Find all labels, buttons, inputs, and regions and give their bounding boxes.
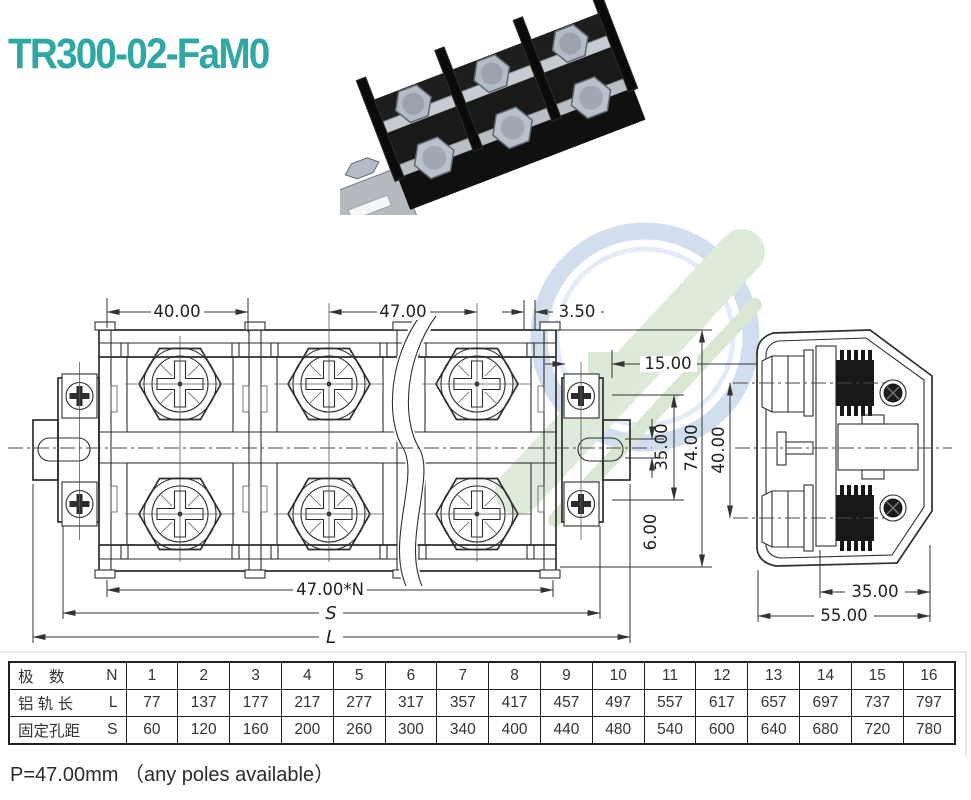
row-label: 铝 轨 长 bbox=[18, 696, 74, 713]
dim-l: L bbox=[326, 627, 336, 648]
table-cell: 457 bbox=[540, 689, 593, 717]
table-cell: 300 bbox=[384, 716, 438, 745]
row-symbol: S bbox=[107, 721, 118, 738]
dim-bolt-spacing: 40.00 bbox=[709, 426, 728, 473]
table-cell: 11 bbox=[643, 661, 697, 690]
din-bracket-left bbox=[32, 362, 100, 540]
dimension-labels: 40.00 47.00 3.50 15.00 35.00 74.00 40.00… bbox=[151, 302, 905, 648]
table-row-hole-distance: 固定孔距 S 60 120 160 200 260 300 340 400 44… bbox=[8, 716, 956, 745]
table-cell: 15 bbox=[850, 661, 904, 690]
dim-side-inner: 35.00 bbox=[851, 582, 898, 601]
terminal-screw bbox=[422, 477, 532, 551]
row-label-cell: 固定孔距 S bbox=[8, 716, 127, 745]
side-bolt-bottom bbox=[761, 484, 874, 552]
table-cell: 357 bbox=[436, 689, 490, 717]
table-cell: 400 bbox=[488, 716, 541, 745]
dim-total-height: 74.00 bbox=[682, 424, 701, 471]
table-cell: 12 bbox=[695, 661, 749, 690]
table-cell: 497 bbox=[591, 689, 645, 717]
table-cell: 797 bbox=[902, 689, 956, 717]
table-cell: 277 bbox=[332, 689, 386, 717]
table-cell: 200 bbox=[280, 716, 334, 745]
row-label-cell: 极 数 N bbox=[8, 661, 127, 690]
table-cell: 680 bbox=[799, 716, 852, 745]
table-cell: 340 bbox=[436, 716, 490, 745]
row-label: 固定孔距 bbox=[18, 723, 81, 740]
side-knob bbox=[879, 494, 907, 522]
terminal-screw bbox=[274, 347, 384, 421]
dim-offset: 15.00 bbox=[644, 354, 691, 373]
table-cell: 16 bbox=[902, 661, 956, 690]
table-cell: 540 bbox=[643, 716, 697, 745]
table-row-rail-length: 铝 轨 长 L 77 137 177 217 277 317 357 417 4… bbox=[8, 689, 956, 717]
side-center-screw bbox=[776, 431, 814, 466]
dim-pole-width: 40.00 bbox=[153, 302, 200, 321]
side-knob bbox=[879, 379, 907, 407]
table-cell: 6 bbox=[384, 661, 438, 690]
table-cell: 5 bbox=[332, 661, 386, 690]
dim-rib: 3.50 bbox=[559, 302, 596, 321]
dim-pitch-total: 47.00*N bbox=[296, 580, 364, 599]
dim-slot: 6.00 bbox=[641, 514, 660, 551]
table-cell: 14 bbox=[799, 661, 852, 690]
terminal-screw bbox=[274, 477, 384, 551]
dim-side-total: 55.00 bbox=[820, 606, 867, 625]
row-label-cell: 铝 轨 长 L bbox=[8, 689, 127, 717]
table-cell: 13 bbox=[747, 661, 801, 690]
din-bracket-right bbox=[561, 362, 631, 540]
terminal-screw bbox=[422, 347, 532, 421]
pitch-note: P=47.00mm （any poles available） bbox=[10, 764, 335, 786]
row-symbol: L bbox=[108, 694, 118, 711]
table-cell: 120 bbox=[177, 716, 231, 745]
dim-inner-height: 35.00 bbox=[652, 423, 671, 470]
table-cell: 9 bbox=[540, 661, 593, 690]
scan-frame-lines bbox=[0, 651, 967, 757]
table-cell: 617 bbox=[695, 689, 749, 717]
table-cell: 417 bbox=[488, 689, 541, 717]
table-cell: 3 bbox=[229, 661, 282, 690]
table-cell: 557 bbox=[643, 689, 697, 717]
table-cell: 217 bbox=[280, 689, 334, 717]
table-row-poles: 极 数 N 1 2 3 4 5 6 7 8 9 10 11 12 13 14 1… bbox=[8, 661, 956, 690]
table-cell: 10 bbox=[591, 661, 645, 690]
table-cell: 160 bbox=[229, 716, 282, 745]
table-cell: 720 bbox=[850, 716, 904, 745]
table-cell: 657 bbox=[747, 689, 801, 717]
table-cell: 8 bbox=[488, 661, 541, 690]
table-cell: 640 bbox=[747, 716, 801, 745]
table-cell: 60 bbox=[125, 716, 179, 745]
table-cell: 177 bbox=[229, 689, 282, 717]
row-symbol: N bbox=[106, 667, 118, 684]
table-cell: 600 bbox=[695, 716, 749, 745]
dim-pitch: 47.00 bbox=[379, 302, 426, 321]
spec-table: 极 数 N 1 2 3 4 5 6 7 8 9 10 11 12 13 14 1… bbox=[8, 661, 956, 745]
table-cell: 4 bbox=[280, 661, 334, 690]
table-cell: 697 bbox=[799, 689, 852, 717]
table-cell: 137 bbox=[177, 689, 231, 717]
pole-separators bbox=[94, 321, 561, 579]
table-cell: 440 bbox=[540, 716, 593, 745]
product-title: TR300-02-FaM0 bbox=[8, 30, 270, 78]
table-cell: 780 bbox=[902, 716, 956, 745]
table-cell: 1 bbox=[125, 661, 179, 690]
product-photo bbox=[340, 0, 646, 215]
table-cell: 737 bbox=[850, 689, 904, 717]
row-label: 极 数 bbox=[18, 669, 65, 686]
table-cell: 77 bbox=[125, 689, 179, 717]
dim-s: S bbox=[325, 603, 336, 624]
terminal-screw bbox=[125, 477, 235, 551]
table-cell: 260 bbox=[332, 716, 386, 745]
table-cell: 480 bbox=[591, 716, 645, 745]
table-cell: 7 bbox=[436, 661, 490, 690]
side-view bbox=[756, 329, 933, 567]
terminal-screw bbox=[125, 347, 235, 421]
watermark-logo bbox=[495, 222, 765, 527]
table-cell: 317 bbox=[384, 689, 438, 717]
table-cell: 2 bbox=[177, 661, 231, 690]
